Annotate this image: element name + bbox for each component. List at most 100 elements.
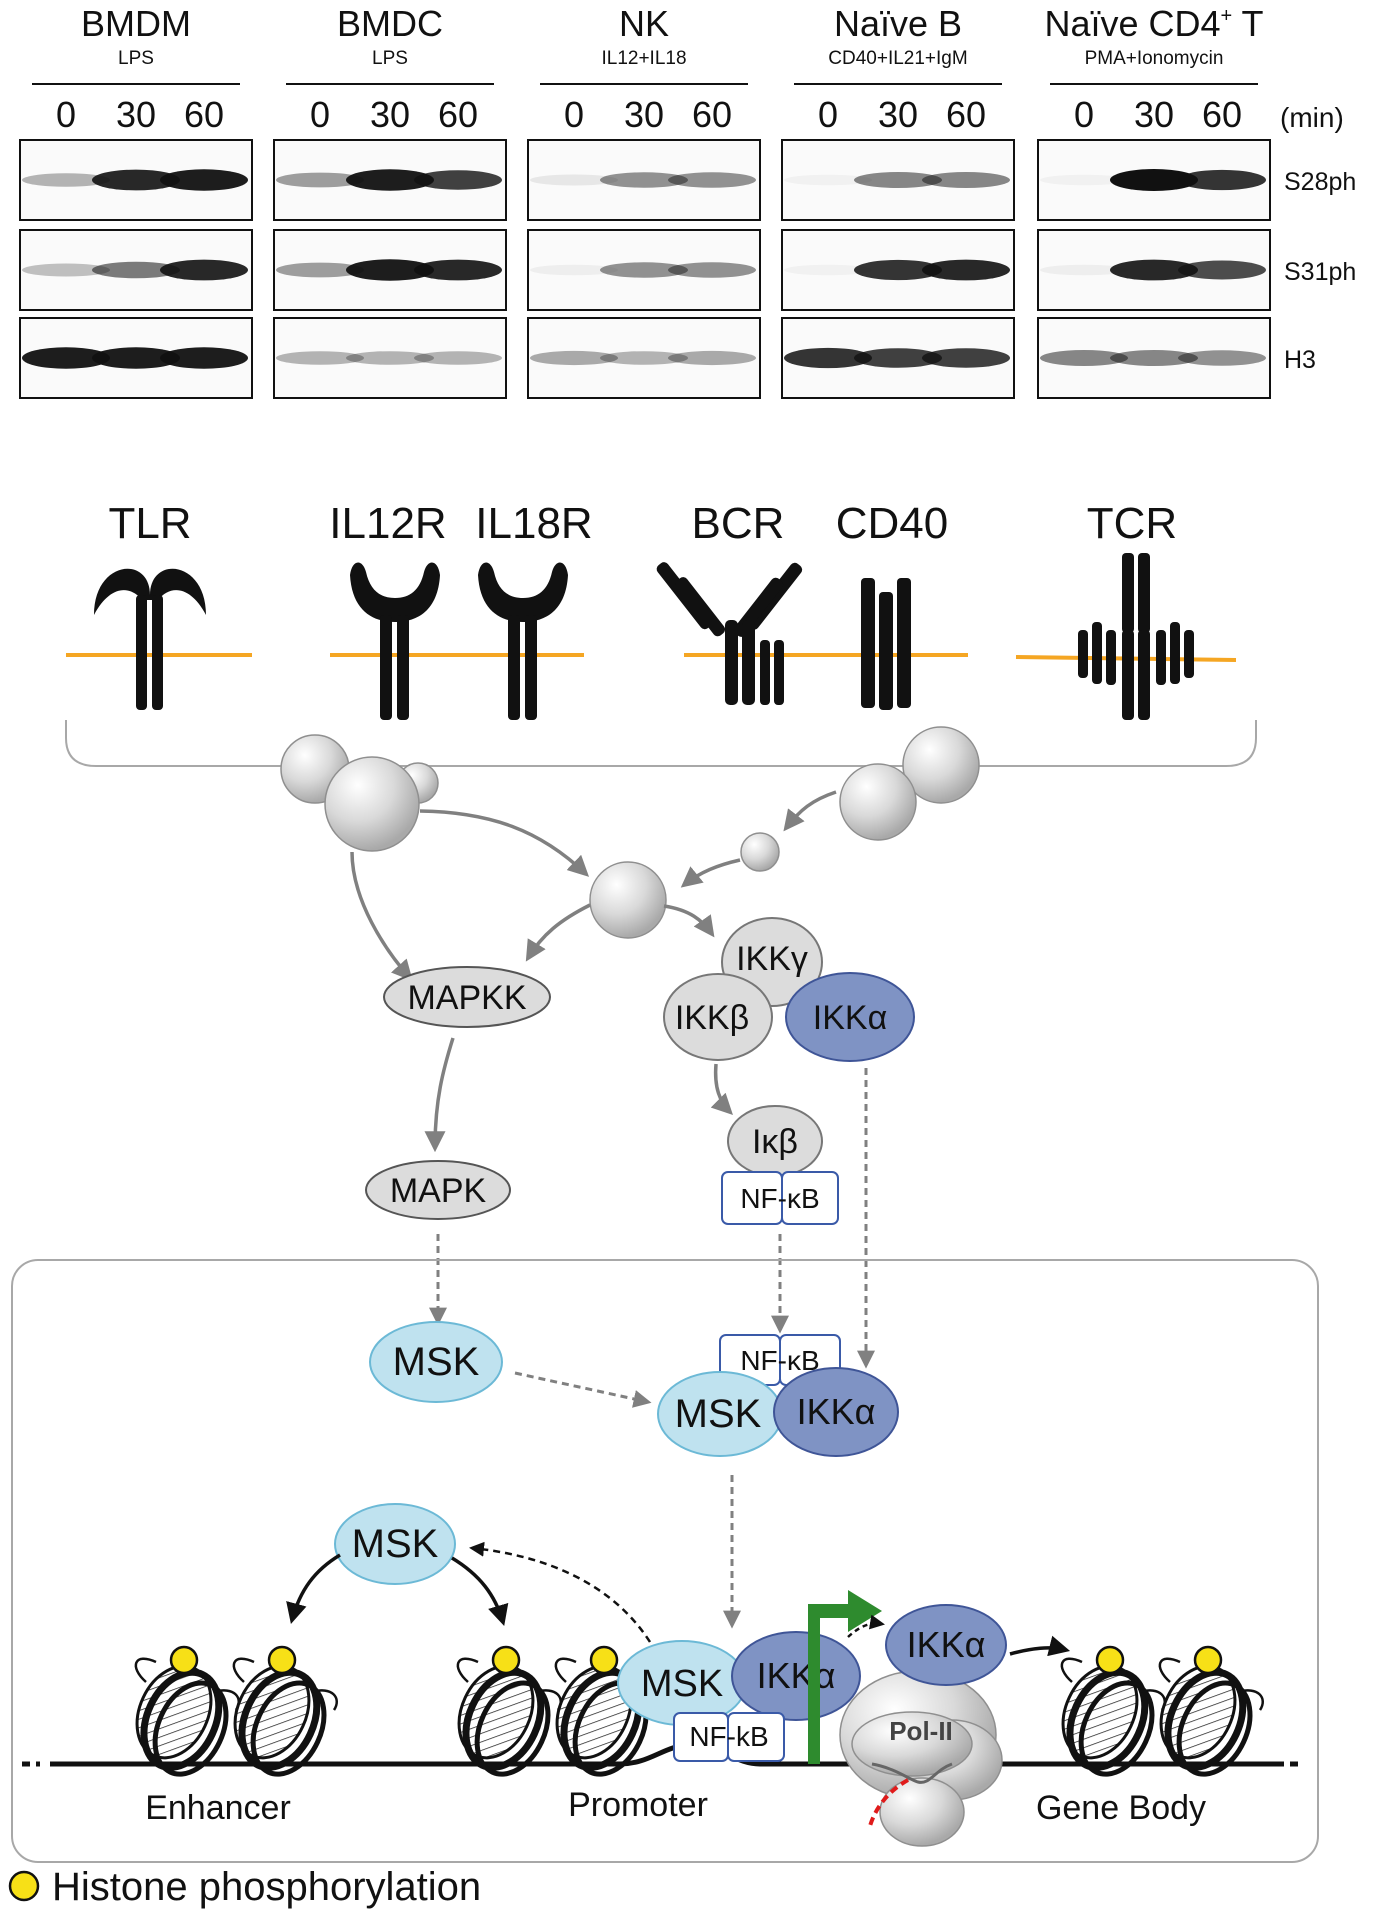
blot-band [1178,260,1266,280]
phosphorylation-dot-icon [8,1870,40,1902]
nfkb-nuc-label: NF-κB [740,1345,819,1376]
blot-band [414,351,502,365]
blot-band [854,172,942,188]
blot-panel-title: Naïve CD4+ T [1044,3,1263,44]
phosphorylation-dot-icon [1095,1645,1125,1675]
blot-panel-title: BMDC [337,3,443,44]
blot-band [414,170,502,190]
receptor-row: TLR IL12R IL18R BCR CD40 TCR [65,499,1257,767]
nfkb-promoter-label: NF-kB [689,1721,768,1752]
blot-panel-title-text: Naïve CD4 [1044,3,1220,44]
blot-band [922,348,1010,368]
blot-band [530,350,618,366]
blot-band [346,259,434,281]
msk-label-2: MSK [675,1392,762,1436]
msk-label-4: MSK [641,1663,723,1705]
nucleosome-icon [456,1645,562,1777]
pol2-complex [839,1670,1003,1847]
phosphorylation-dot-icon [267,1645,297,1675]
ikka-label-5: IKKα [907,1624,986,1665]
msk-node-3: MSK [334,1503,456,1585]
enhancer-label: Enhancer [145,1789,291,1827]
blot-band [160,259,248,281]
mapkk-label: MAPKK [407,979,526,1017]
blot-band [854,259,942,281]
ikka-label-2: IKKα [797,1391,876,1432]
blot-panel-title: Naïve B [834,3,962,44]
msk-target-arrows [286,1553,509,1627]
phosphorylation-dot-icon [491,1645,521,1675]
nucleosome-icon [134,1645,240,1777]
blot-timepoint: 60 [1202,94,1242,135]
receptor-label-cd40: CD40 [836,499,949,548]
blot-band [1110,169,1198,191]
phosphorylation-dot-icon [169,1645,199,1675]
blot-row-label: S31ph [1284,258,1356,286]
blot-band [530,264,618,276]
blot-band [92,347,180,369]
blot-band [600,262,688,278]
blot-band [668,350,756,366]
blot-band [922,259,1010,281]
msk-node-1: MSK [369,1321,503,1403]
blot-band [276,262,364,278]
ikb-nfkb-complex: Iκβ NF-κB [721,1105,839,1225]
pol2-label: Pol-II [889,1716,953,1746]
blot-timepoint: 0 [56,94,76,135]
receptor-label-tlr: TLR [108,499,191,548]
blot-membrane-box [527,317,761,399]
blot-band [922,172,1010,188]
blot-membrane-box [527,139,761,221]
ikk-beta-label: IKKβ [675,999,749,1037]
gene-body-label: Gene Body [1036,1789,1206,1827]
phosphorylation-dot-icon [1193,1645,1223,1675]
tss-arrow [808,1590,882,1764]
blot-unit-label: (min) [1280,102,1344,133]
ikka-to-nucleosome-arrow [1009,1635,1071,1657]
blot-band [600,351,688,365]
il12r-receptor-icon [350,562,440,720]
ikk-complex: IKKγ IKKβ IKKα [663,917,915,1062]
nucleosomes [134,1645,1264,1777]
msk-label-1: MSK [393,1340,480,1384]
msk-label-3: MSK [352,1522,439,1566]
blot-panel-stimulus: LPS [118,48,154,69]
blot-band [22,173,110,187]
phosphorylation-dot-icon [589,1645,619,1675]
blot-panel-stimulus: CD40+IL21+IgM [828,48,967,69]
blot-timepoint: 30 [370,94,410,135]
blot-timepoint: 0 [310,94,330,135]
ikka-to-pol2-arrow [847,1614,885,1638]
il18r-receptor-icon [478,562,568,720]
blot-panel-stimulus: LPS [372,48,408,69]
legend: Histone phosphorylation [8,1865,481,1909]
nascent-rna [871,1762,953,1784]
blot-band [276,351,364,365]
blot-band [784,174,872,186]
blot-band [854,348,942,368]
blot-timepoint: 30 [624,94,664,135]
cd40-receptor-icon [861,578,911,710]
blot-timepoint: 30 [1134,94,1174,135]
blot-band [1110,259,1198,281]
blot-timepoint: 60 [692,94,732,135]
blot-band [160,347,248,369]
tlr-receptor-icon [94,568,206,710]
nfkb-cyto-label: NF-κB [740,1183,819,1214]
receptor-label-bcr: BCR [692,499,785,548]
blot-row-label: S28ph [1284,168,1356,196]
blot-timepoint: 60 [946,94,986,135]
blot-band [668,172,756,188]
blot-band [1178,350,1266,366]
ikb-label: Iκβ [752,1123,798,1161]
blot-band [1110,350,1198,366]
blot-timepoint: 30 [116,94,156,135]
blot-band [276,172,364,188]
blot-panel-title-sup: + [1221,5,1233,27]
blot-band [92,261,180,279]
blot-band [160,169,248,191]
nucleosome-icon [554,1645,660,1777]
ikk-alpha-label: IKKα [813,999,887,1037]
legend-histone-phos: Histone phosphorylation [52,1865,481,1909]
